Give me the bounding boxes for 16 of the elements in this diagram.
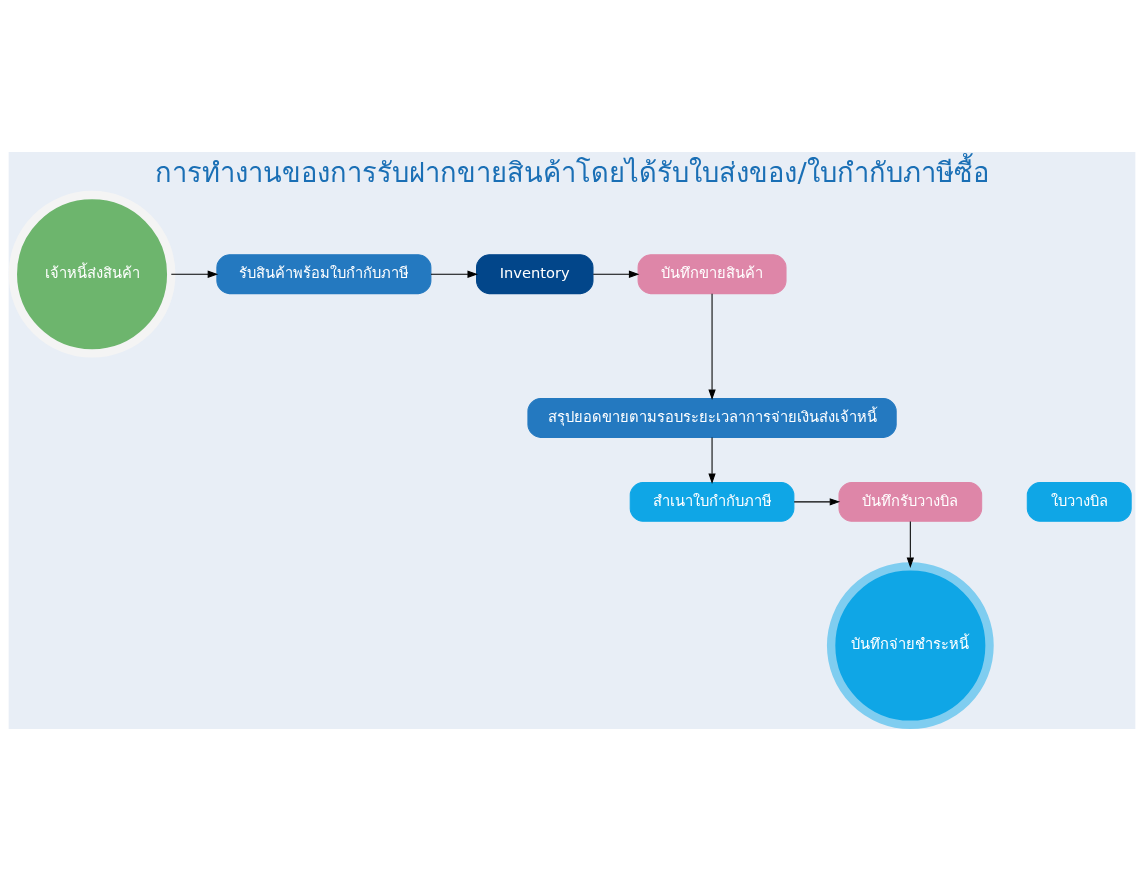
node-box: สำเนาใบกำกับภาษี — [629, 481, 795, 522]
arrow — [430, 270, 478, 278]
node-box: สรุปยอดขายตามรอบระยะเวลาการจ่ายเงินส่งเจ้าหนี้ — [527, 397, 897, 438]
node-box: Inventory — [476, 253, 594, 294]
node-box: ใบวางบิล — [1026, 481, 1132, 522]
node-box: รับสินค้าพร้อมใบกำกับภาษี — [216, 253, 432, 294]
arrow — [592, 270, 640, 278]
node-circle: เจ้าหนี้ส่งสินค้า — [8, 190, 176, 358]
node-box: บันทึกรับวางบิล — [838, 481, 983, 522]
arrow — [708, 436, 716, 484]
arrow — [793, 497, 841, 506]
arrow — [906, 520, 914, 568]
node-box: บันทึกขายสินค้า — [637, 253, 787, 294]
arrow — [170, 270, 219, 278]
arrow — [708, 292, 716, 400]
node-circle: บันทึกจ่ายชำระหนี้ — [826, 561, 994, 729]
